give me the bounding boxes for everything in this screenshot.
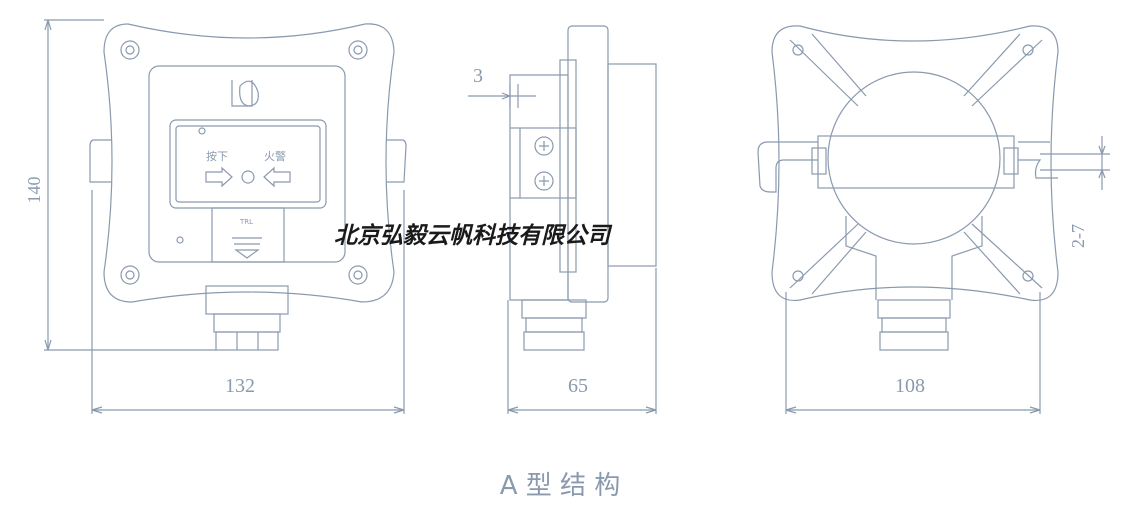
dimension-3-lines [468,84,536,108]
fire-alarm-label: 火警 [264,149,286,163]
rear-dome [827,71,1001,245]
front-glass-inner [175,125,321,203]
press-label: 按下 [206,149,228,163]
front-right-lug [386,139,407,183]
structure-caption: A 型 结 构 [500,471,621,501]
side-view [468,25,657,414]
front-screws [120,40,368,285]
side-back-plate [567,25,609,303]
side-housing [509,74,569,301]
rear-view [757,25,1110,414]
front-housing [103,23,395,303]
arrow-left-icon [263,166,291,188]
arrow-right-icon [205,166,233,188]
reset-label: TRL [239,218,253,226]
dimension-140-label: 140 [24,177,44,204]
dimension-65-label: 65 [568,375,588,397]
fire-icon [231,80,259,107]
dimension-132-label: 132 [225,375,255,397]
front-faceplate [148,65,346,263]
dimension-132-lines [91,190,405,414]
dimension-2-7-label: 2-7 [1068,224,1088,248]
rear-ribs [789,33,1043,295]
front-view [44,19,407,414]
reset-tab [211,207,285,263]
dimension-108-label: 108 [895,375,925,397]
press-point [241,170,255,184]
rear-left-hook [757,141,818,193]
rear-housing [771,25,1059,302]
dimension-65-lines [507,268,657,414]
rear-right-hook [1018,141,1058,179]
front-left-lug [89,139,112,183]
side-cable-gland [521,299,587,351]
dimension-140-lines [44,19,216,351]
dimension-3-label: 3 [473,65,483,87]
front-glass-outer [169,119,327,209]
dimension-2-7-lines [1040,136,1110,190]
dimension-108-lines [785,292,1041,414]
front-cable-gland [205,285,289,351]
company-watermark: 北京弘毅云帆科技有限公司 [334,222,613,249]
rear-cable-gland [877,299,951,351]
rear-holes [792,44,1034,282]
side-terminal-block [510,127,577,199]
